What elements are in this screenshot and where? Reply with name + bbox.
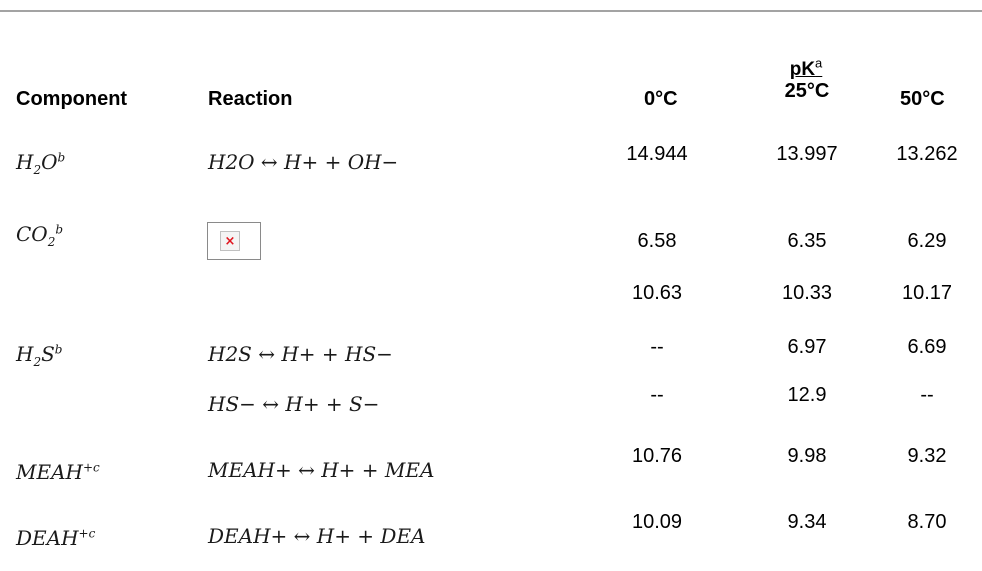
value-h2s-1-25c: 6.97 bbox=[787, 336, 827, 358]
value-co2-2-50c: 10.17 bbox=[901, 282, 953, 304]
broken-image-icon: × bbox=[220, 231, 240, 251]
reaction-h2o: H2O ↔ H+ + OH− bbox=[208, 150, 399, 174]
value-co2-1-50c: 6.29 bbox=[907, 230, 947, 252]
value-deah-50c: 8.70 bbox=[907, 511, 947, 533]
reaction-deah: DEAH+ ↔ H+ + DEA bbox=[208, 524, 426, 548]
value-deah-25c: 9.34 bbox=[787, 511, 827, 533]
reaction-h2s-1: H2S ↔ H+ + HS− bbox=[208, 342, 393, 366]
value-co2-2-0c: 10.63 bbox=[631, 282, 683, 304]
component-co2: CO2b bbox=[16, 222, 64, 249]
value-h2o-50c: 13.262 bbox=[896, 143, 958, 165]
header-25c: 25°C bbox=[784, 80, 830, 102]
value-h2s-2-50c: -- bbox=[920, 384, 934, 406]
value-co2-1-0c: 6.58 bbox=[637, 230, 677, 252]
value-h2s-2-0c: -- bbox=[650, 384, 664, 406]
component-meah: MEAH+c bbox=[16, 460, 100, 484]
value-h2s-1-0c: -- bbox=[650, 336, 664, 358]
header-50c: 50°C bbox=[900, 88, 945, 110]
value-h2o-25c: 13.997 bbox=[776, 143, 838, 165]
value-h2s-2-25c: 12.9 bbox=[787, 384, 827, 406]
value-meah-0c: 10.76 bbox=[631, 445, 683, 467]
header-pk-group: pKa bbox=[766, 55, 846, 80]
component-deah: DEAH+c bbox=[16, 526, 96, 550]
pk-footnote: a bbox=[815, 55, 823, 71]
value-meah-25c: 9.98 bbox=[787, 445, 827, 467]
header-reaction: Reaction bbox=[208, 88, 293, 110]
pk-link[interactable]: pKa bbox=[789, 55, 823, 80]
header-0c: 0°C bbox=[644, 88, 678, 110]
value-co2-2-25c: 10.33 bbox=[781, 282, 833, 304]
value-deah-0c: 10.09 bbox=[631, 511, 683, 533]
value-h2s-1-50c: 6.69 bbox=[907, 336, 947, 358]
value-h2o-0c: 14.944 bbox=[626, 143, 688, 165]
reaction-co2-image: × bbox=[207, 222, 261, 260]
value-meah-50c: 9.32 bbox=[907, 445, 947, 467]
component-h2o: H2Ob bbox=[16, 150, 66, 177]
header-component: Component bbox=[16, 88, 128, 110]
top-rule bbox=[0, 10, 982, 12]
reaction-meah: MEAH+ ↔ H+ + MEA bbox=[208, 458, 435, 482]
reaction-h2s-2: HS− ↔ H+ + S− bbox=[208, 392, 380, 416]
component-h2s: H2Sb bbox=[16, 342, 63, 369]
value-co2-1-25c: 6.35 bbox=[787, 230, 827, 252]
